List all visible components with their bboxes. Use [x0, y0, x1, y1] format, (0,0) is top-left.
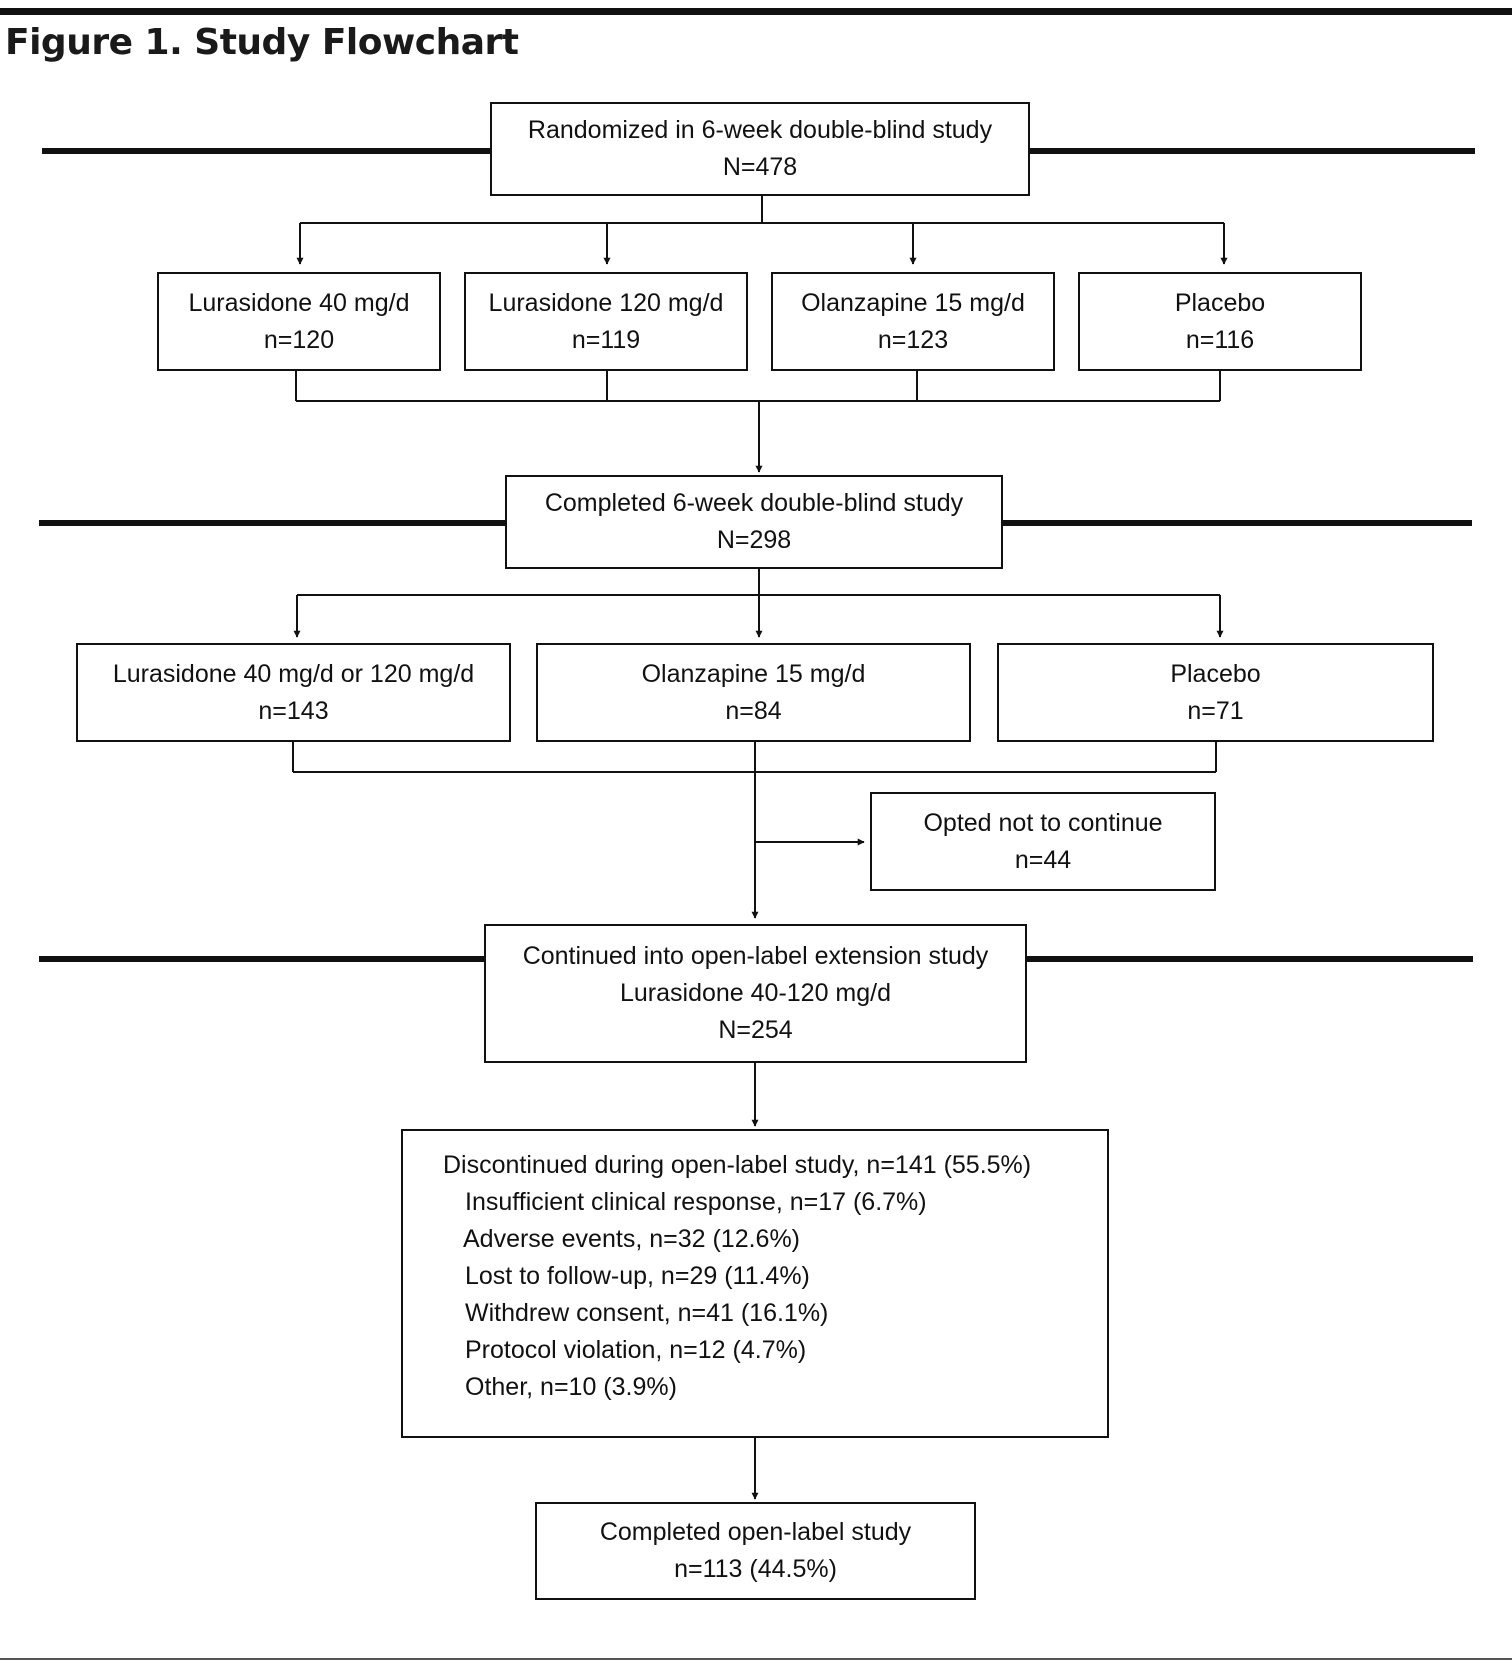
opted-out-count: n=44: [1014, 845, 1072, 874]
completed-ol-label: Completed open-label study: [599, 1518, 912, 1546]
arm-count: n=120: [263, 325, 335, 354]
arm-box-lurasidone-120: Lurasidone 120 mg/d n=119: [464, 272, 748, 371]
completed-ol-box: Completed open-label study n=113 (44.5%): [535, 1502, 976, 1600]
discontinued-reason: Adverse events, n=32 (12.6%): [463, 1225, 800, 1253]
opted-out-label: Opted not to continue: [923, 808, 1163, 837]
randomized-box: Randomized in 6-week double-blind study …: [490, 102, 1030, 196]
arm-count: n=84: [725, 696, 782, 725]
extension-count: N=254: [718, 1016, 793, 1044]
arm-count: n=116: [1185, 325, 1255, 354]
arm-label: Lurasidone 40 mg/d or 120 mg/d: [112, 659, 475, 688]
arm-label: Placebo: [1170, 659, 1261, 688]
arm-box-olanzapine: Olanzapine 15 mg/d n=123: [771, 272, 1055, 371]
opted-out-box: Opted not to continue n=44: [870, 792, 1216, 891]
phase-divider-lines: [39, 148, 1475, 962]
discontinued-reason: Protocol violation, n=12 (4.7%): [465, 1336, 807, 1364]
arm-count: n=71: [1187, 696, 1244, 725]
arm-count: n=123: [877, 325, 949, 354]
discontinued-box: Discontinued during open-label study, n=…: [401, 1129, 1109, 1438]
extension-label: Continued into open-label extension stud…: [522, 942, 989, 970]
arm-label: Olanzapine 15 mg/d: [801, 288, 1025, 317]
completed-arm-box-olanzapine: Olanzapine 15 mg/d n=84: [536, 643, 971, 742]
completed-db-box: Completed 6-week double-blind study N=29…: [505, 475, 1003, 569]
randomized-count: N=478: [722, 153, 798, 181]
completed-arm-box-placebo: Placebo n=71: [997, 643, 1434, 742]
arm-label: Placebo: [1174, 288, 1266, 317]
bottom-rule: [0, 1658, 1512, 1660]
extension-dose: Lurasidone 40-120 mg/d: [619, 979, 892, 1007]
arm-box-placebo: Placebo n=116: [1078, 272, 1362, 371]
discontinued-header: Discontinued during open-label study, n=…: [443, 1151, 1032, 1179]
discontinued-reason: Lost to follow-up, n=29 (11.4%): [465, 1262, 810, 1290]
randomized-label: Randomized in 6-week double-blind study: [527, 116, 993, 144]
discontinued-reason: Withdrew consent, n=41 (16.1%): [465, 1299, 829, 1327]
arm-count: n=143: [258, 696, 329, 725]
completed-ol-count: n=113 (44.5%): [674, 1555, 837, 1583]
completed-db-label: Completed 6-week double-blind study: [544, 489, 964, 517]
extension-box: Continued into open-label extension stud…: [484, 924, 1027, 1063]
arm-label: Lurasidone 40 mg/d: [188, 288, 410, 317]
top-rule: [0, 8, 1512, 15]
completed-db-count: N=298: [716, 526, 792, 554]
arm-label: Olanzapine 15 mg/d: [641, 659, 866, 688]
arm-count: n=119: [571, 325, 641, 354]
arm-box-lurasidone-40: Lurasidone 40 mg/d n=120: [157, 272, 441, 371]
completed-arm-box-lurasidone: Lurasidone 40 mg/d or 120 mg/d n=143: [76, 643, 511, 742]
connector-lines: [292, 196, 1228, 1500]
figure-title: Figure 1. Study Flowchart: [5, 22, 519, 63]
discontinued-reason: Insufficient clinical response, n=17 (6.…: [465, 1188, 927, 1216]
discontinued-reason: Other, n=10 (3.9%): [465, 1373, 677, 1401]
arm-label: Lurasidone 120 mg/d: [488, 288, 724, 317]
